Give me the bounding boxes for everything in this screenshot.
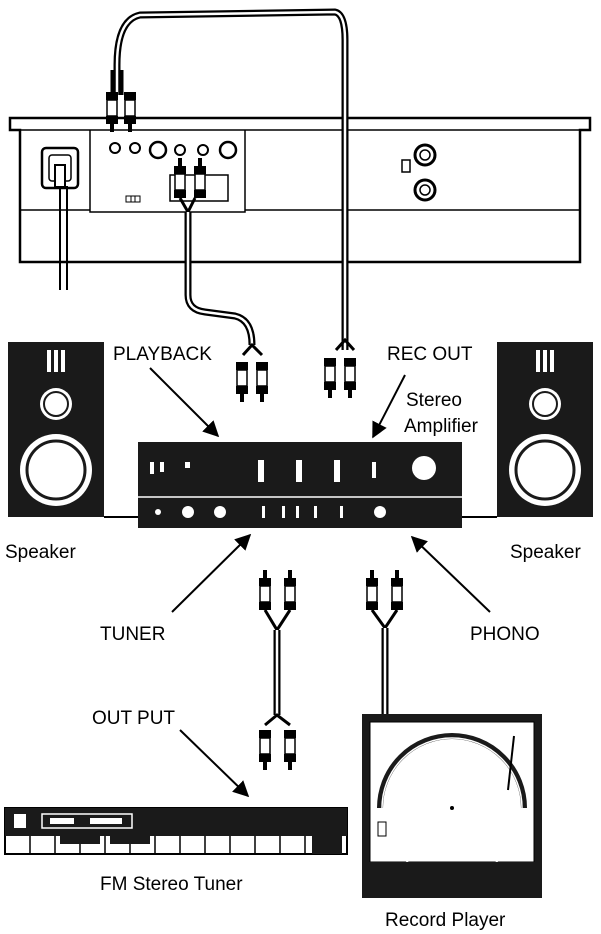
phono-cable <box>365 569 404 714</box>
power-inlet-icon <box>40 146 80 190</box>
tuner-cable <box>258 569 297 771</box>
phono-arrow <box>410 535 491 613</box>
playback-cable <box>173 157 269 403</box>
fm-tuner-label: FM Stereo Tuner <box>100 874 243 895</box>
output-label: OUT PUT <box>92 708 175 729</box>
speaker-left <box>8 342 104 517</box>
stereo-amplifier <box>138 442 462 528</box>
deck-jacks <box>109 140 238 203</box>
rec-out-cable <box>105 8 357 399</box>
record-player <box>362 714 542 898</box>
tuner-arrow <box>171 533 252 613</box>
fm-stereo-tuner <box>4 807 348 855</box>
playback-arrow <box>149 367 220 438</box>
phono-label: PHONO <box>470 624 540 645</box>
amplifier-label: Amplifier <box>404 416 479 437</box>
speaker-left-label: Speaker <box>5 542 76 563</box>
tuner-label: TUNER <box>100 624 165 645</box>
rec-out-arrow <box>372 374 406 439</box>
stereo-label: Stereo <box>406 390 462 411</box>
record-player-label: Record Player <box>385 910 506 931</box>
rec-out-label: REC OUT <box>387 344 473 365</box>
playback-label: PLAYBACK <box>113 344 212 365</box>
speaker-right-label: Speaker <box>510 542 581 563</box>
output-arrow <box>179 729 250 798</box>
deck-right-jacks <box>401 143 437 202</box>
speaker-right <box>497 342 593 517</box>
tape-deck-rear-panel <box>8 116 592 290</box>
